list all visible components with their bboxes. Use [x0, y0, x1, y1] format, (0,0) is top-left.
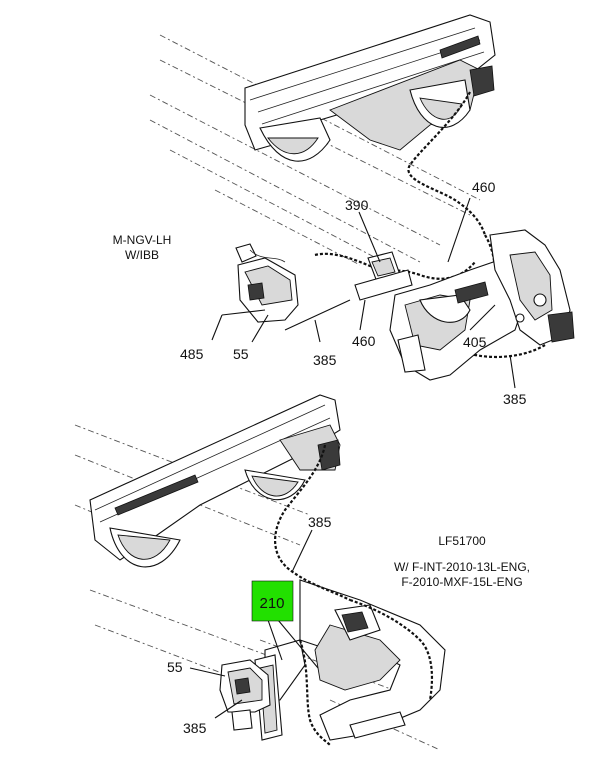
top-module-55: [235, 243, 299, 323]
callout-460-lower: 460: [352, 333, 376, 349]
bottom-assembly: 210 385 55 385 LF51700 W/ F-INT-2010-13L…: [74, 394, 530, 751]
callout-385-top-left: 385: [313, 352, 337, 368]
variant-bottom-line1: W/ F-INT-2010-13L-ENG,: [394, 560, 530, 574]
bottom-module-55: [219, 659, 271, 731]
top-connector-390: [354, 251, 413, 301]
top-assembly: 390 460 460 485 55 385 405 385 M-NGV-LH …: [113, 14, 575, 407]
bottom-engine-bracket: [254, 579, 446, 741]
top-cowl-panel: [244, 14, 496, 162]
callout-385-top-right: 385: [503, 391, 527, 407]
figure-id: LF51700: [438, 534, 486, 548]
callout-55-bottom: 55: [167, 659, 183, 675]
top-engine-bracket: [389, 229, 575, 381]
top-leader-lines: [211, 197, 516, 389]
callout-385-bottom-lower: 385: [183, 720, 207, 736]
callout-385-bottom-upper: 385: [308, 514, 332, 530]
callout-405: 405: [463, 334, 487, 350]
bottom-leader-lines: [189, 529, 319, 719]
bottom-cowl-panel: [89, 394, 341, 568]
callout-55-top: 55: [233, 346, 249, 362]
callout-460-upper: 460: [472, 179, 496, 195]
highlight-callout-210[interactable]: 210: [251, 580, 294, 622]
variant-label-line1: M-NGV-LH: [113, 233, 172, 247]
variant-bottom-line2: F-2010-MXF-15L-ENG: [401, 575, 522, 589]
highlight-box: [251, 580, 294, 622]
bottom-harness: [274, 444, 434, 746]
variant-label-line2: W/IBB: [125, 248, 159, 262]
callout-390: 390: [345, 197, 369, 213]
callout-485: 485: [180, 346, 204, 362]
callout-210: 210: [259, 595, 284, 612]
